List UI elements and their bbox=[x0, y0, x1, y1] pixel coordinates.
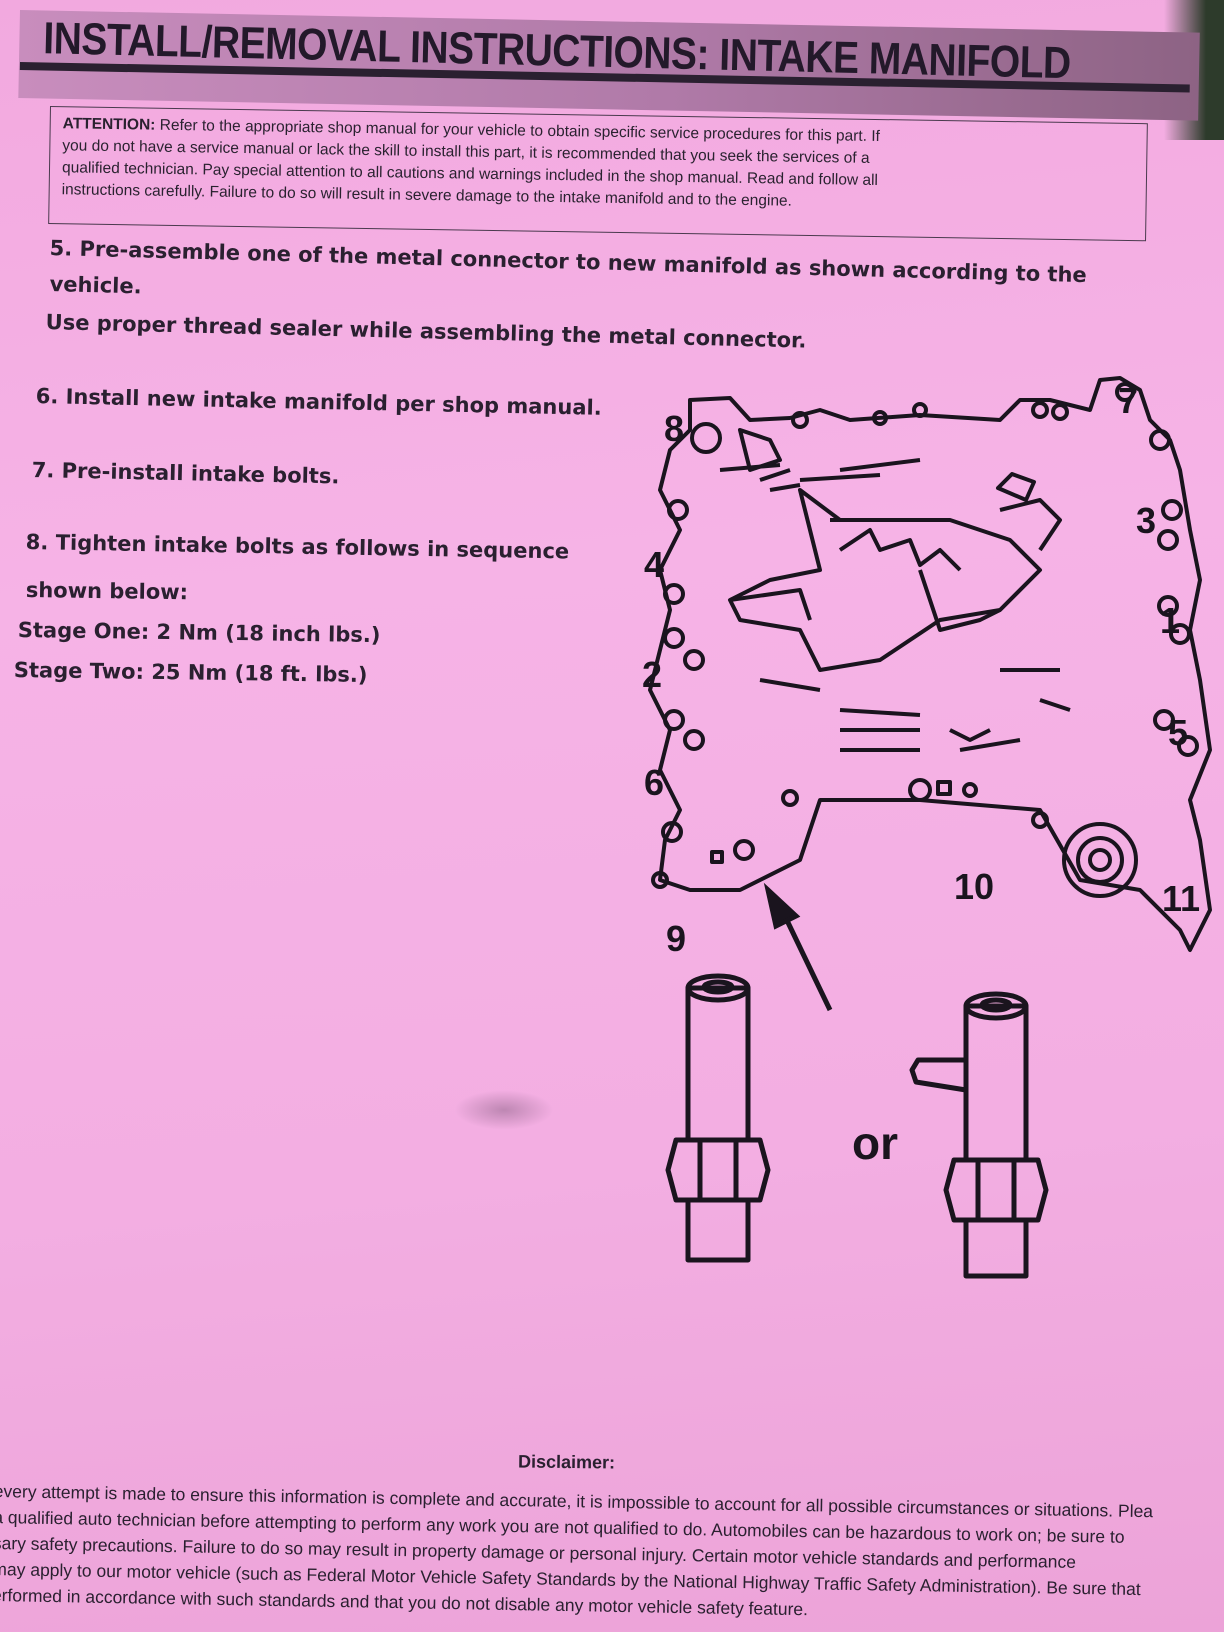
bolt-number-10: 10 bbox=[954, 866, 995, 907]
step-7: 7. Pre-install intake bolts. bbox=[31, 458, 340, 489]
smudge-mark bbox=[454, 1090, 554, 1130]
manifold-diagram bbox=[620, 370, 1224, 1310]
bolt-number-7: 7 bbox=[1118, 380, 1139, 421]
step-5-line-1: 5. Pre-assemble one of the metal connect… bbox=[49, 236, 1088, 288]
step-5-line-2: vehicle. bbox=[49, 272, 142, 299]
bolt-number-4: 4 bbox=[644, 544, 665, 585]
disclaimer-title: Disclaimer: bbox=[517, 1451, 616, 1473]
attention-label: ATTENTION: bbox=[62, 115, 156, 134]
disclaimer-body: every attempt is made to ensure this inf… bbox=[0, 1478, 1224, 1630]
step-8-line-1: 8. Tighten intake bolts as follows in se… bbox=[25, 530, 570, 564]
stage-two: Stage Two: 25 Nm (18 ft. lbs.) bbox=[13, 658, 368, 687]
bolt-number-11: 11 bbox=[1162, 878, 1201, 919]
step-5-line-3: Use proper thread sealer while assemblin… bbox=[45, 310, 807, 353]
stage-one: Stage One: 2 Nm (18 inch lbs.) bbox=[17, 618, 381, 648]
bolt-number-5: 5 bbox=[1168, 712, 1189, 753]
bolt-number-1: 1 bbox=[1160, 600, 1181, 641]
step-8-line-2: shown below: bbox=[25, 578, 189, 605]
attention-box: ATTENTION: Refer to the appropriate shop… bbox=[48, 106, 1148, 242]
step-6: 6. Install new intake manifold per shop … bbox=[35, 384, 602, 420]
bolt-number-6: 6 bbox=[644, 762, 665, 803]
bolt-number-9: 9 bbox=[666, 918, 687, 959]
bolt-number-3: 3 bbox=[1136, 500, 1157, 541]
connector-or-label: or bbox=[852, 1117, 898, 1169]
manifold-drawing bbox=[648, 376, 1212, 1279]
bolt-number-8: 8 bbox=[664, 408, 685, 449]
bolt-number-2: 2 bbox=[642, 654, 663, 695]
